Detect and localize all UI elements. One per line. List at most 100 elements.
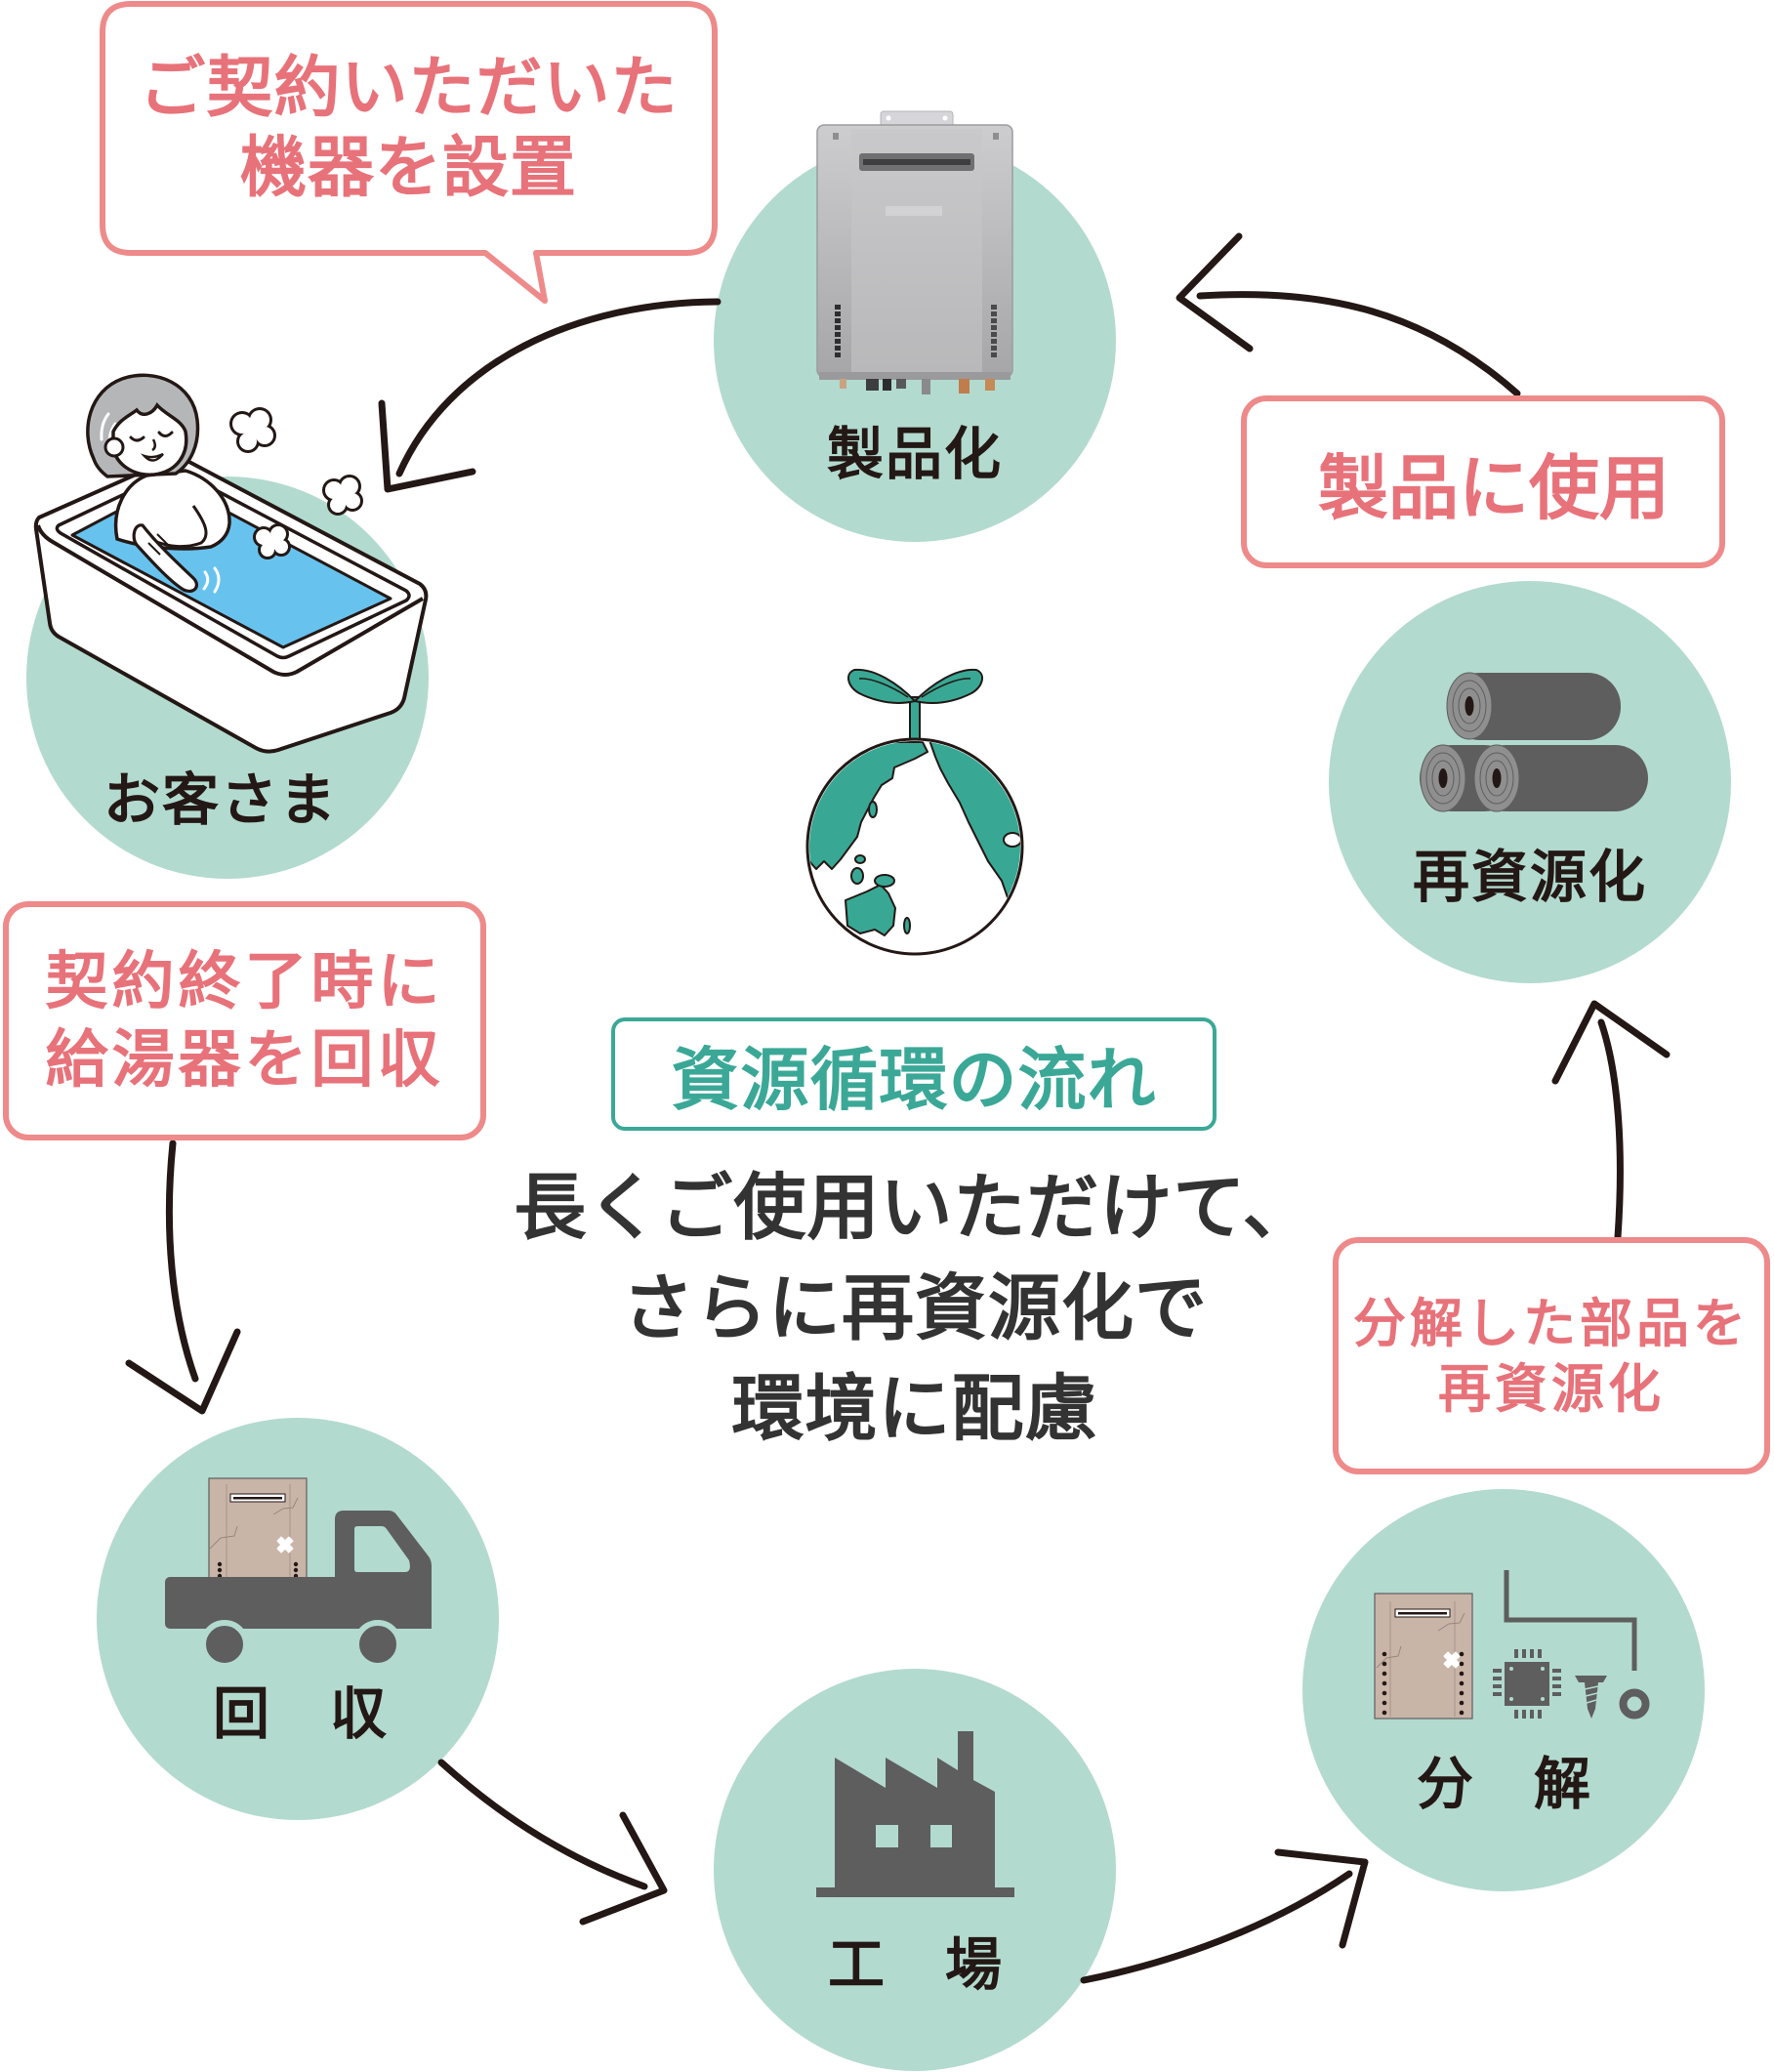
person-mouth [140, 452, 164, 462]
island-new-zealand [903, 917, 911, 934]
callout-use-in-product-line: 製品に使用 [1317, 447, 1670, 529]
steam-cloud-icon [322, 475, 363, 516]
arrow-factory-to-disassembly [1080, 1848, 1369, 1984]
callout-collect: 契約終了時に 給湯器を回収 [3, 901, 486, 1140]
person-forearm [132, 523, 198, 593]
roll-end [1473, 744, 1520, 812]
person-fingers [147, 533, 170, 556]
heater-logo [886, 206, 942, 216]
person-face [111, 402, 188, 477]
factory-building [835, 1731, 995, 1888]
material-rolls-icon [1420, 672, 1648, 812]
truck-wheel [200, 1620, 249, 1669]
step-label-recycle: 再資源化 [1412, 844, 1647, 910]
step-label-disassembly: 分 解 [1416, 1751, 1592, 1817]
bracket-hole [886, 115, 891, 121]
truck-wheel [353, 1620, 402, 1669]
factory-window [876, 1825, 898, 1847]
heater-screw [993, 133, 999, 140]
roll-end [1420, 744, 1466, 812]
person-eyes [129, 431, 174, 442]
central-message: 長くご使用いただけて、 さらに再資源化で 環境に配慮 [329, 1158, 1501, 1460]
factory-icon [816, 1731, 1014, 1897]
globe-sprout-icon [805, 668, 1024, 956]
arrow-collection-to-factory [437, 1759, 668, 1926]
arrow-recycle-to-product [1176, 232, 1521, 397]
central-message-line: 環境に配慮 [731, 1367, 1098, 1451]
roll-body [1473, 745, 1648, 811]
sprout-leaf-vein [858, 678, 971, 698]
chip-icon [1493, 1649, 1561, 1719]
heater-screw [833, 133, 839, 140]
washer-icon [1619, 1688, 1650, 1720]
arrow-customer-to-collection [125, 1140, 241, 1415]
callout-use-in-product: 製品に使用 [1241, 395, 1725, 568]
diagram-title: 資源循環の流れ [611, 1017, 1217, 1131]
callout-install-line: ご契約いただいた [139, 49, 679, 127]
roll-end [1446, 672, 1493, 740]
heater-bottom-lip [819, 372, 1011, 380]
sprout-stem [909, 696, 921, 742]
arrow-head-icon [125, 1328, 241, 1415]
steam-cloud-icon [253, 523, 291, 559]
lake [1003, 832, 1020, 848]
arrow-curve [437, 1759, 648, 1890]
heater-pipes [840, 379, 995, 394]
step-label-factory: 工 場 [827, 1931, 1004, 1998]
arrow-curve [165, 1140, 199, 1383]
old-water-heater-icon [1374, 1593, 1473, 1720]
steam-cloud-icon [229, 407, 276, 453]
arrow-head-icon [1551, 1000, 1671, 1085]
heater-exhaust-slot-inner [863, 159, 970, 165]
arrow-head-icon [579, 1811, 668, 1926]
water-heater-icon [816, 110, 1013, 394]
arrow-curve [1196, 291, 1521, 397]
step-label-product: 製品化 [826, 421, 1003, 487]
water-ripple [202, 566, 221, 594]
disassembled-parts-icon [1374, 1570, 1650, 1720]
island-japan [868, 801, 878, 818]
wire-icon [1504, 1570, 1637, 1671]
truck-window [354, 1526, 410, 1572]
arrow-curve [395, 298, 722, 477]
heater-vents-right [991, 305, 997, 357]
factory-ground [816, 1887, 1014, 1897]
old-water-heater-icon [208, 1477, 308, 1579]
diagram-title-text: 資源循環の流れ [671, 1039, 1157, 1120]
heater-vents-left [835, 305, 841, 357]
continent-australia [845, 884, 896, 936]
callout-recycle-parts: 分解した部品を 再資源化 [1333, 1237, 1770, 1474]
step-circle-disassembly [1302, 1489, 1705, 1891]
person-ear [103, 436, 125, 458]
truck-icon [165, 1477, 432, 1669]
bathtub-rim-edge [36, 524, 425, 677]
island-new-guinea [874, 874, 895, 888]
step-label-collection: 回 収 [212, 1680, 389, 1747]
callout-install: ご契約いただいた 機器を設置 [102, 3, 716, 254]
arrow-disassembly-to-recycle [1551, 1000, 1671, 1241]
person-nose [151, 438, 156, 452]
sprout-leaf-left [847, 668, 917, 704]
callout-recycle-parts-line: 再資源化 [1438, 1357, 1665, 1420]
speech-bubble-shape [100, 1, 718, 304]
factory-window [930, 1825, 952, 1847]
callout-collect-line: 給湯器を回収 [45, 1023, 444, 1097]
step-label-customer: お客さま [103, 767, 338, 833]
globe-outline [805, 737, 1024, 956]
arrow-product-to-customer [378, 298, 722, 493]
island [854, 854, 866, 864]
screw-icon [1575, 1676, 1607, 1719]
callout-install-line: 機器を設置 [239, 129, 577, 207]
bracket-hole [942, 115, 948, 121]
sprout-leaf-right [913, 668, 983, 704]
island [850, 867, 864, 885]
callout-recycle-parts-line: 分解した部品を [1353, 1292, 1750, 1354]
arrow-head-icon [1274, 1848, 1369, 1949]
arrow-curve [1597, 1018, 1624, 1241]
roll-body [1447, 673, 1621, 740]
arrow-head-icon [1176, 232, 1254, 352]
arrow-curve [1080, 1870, 1353, 1984]
central-message-line: 長くご使用いただけて、 [514, 1166, 1316, 1250]
central-message-line: さらに再資源化で [622, 1266, 1208, 1350]
